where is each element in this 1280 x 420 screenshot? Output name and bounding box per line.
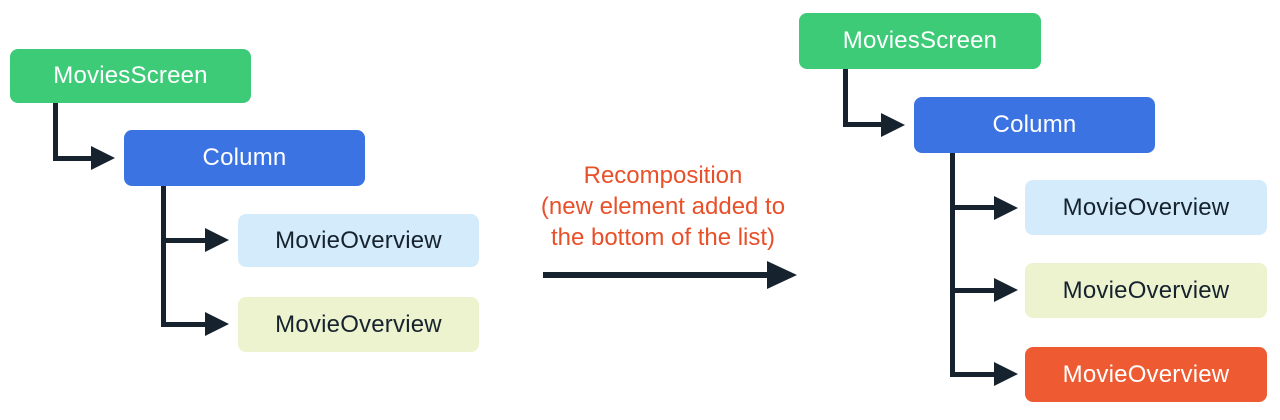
- node-label: MovieOverview: [275, 226, 442, 254]
- arrow-right-icon: [994, 278, 1018, 302]
- arrow-right-icon: [205, 312, 229, 336]
- right-connector-root-vertical-line: [843, 69, 848, 127]
- left-tree-node-movieoverview-1: MovieOverview: [238, 214, 479, 267]
- right-connector-column-vertical-line: [950, 153, 955, 377]
- node-label: MovieOverview: [1062, 276, 1230, 304]
- node-label: MoviesScreen: [53, 62, 208, 89]
- node-label: MovieOverview: [1062, 193, 1230, 221]
- arrow-right-icon: [91, 146, 115, 170]
- recomposition-caption: Recomposition (new element added to the …: [513, 160, 813, 253]
- arrow-right-icon: [881, 113, 905, 137]
- left-tree-node-movieoverview-2: MovieOverview: [238, 297, 479, 352]
- node-label: MovieOverview: [275, 310, 442, 338]
- left-connector-root-vertical-line: [53, 103, 58, 161]
- right-connector-branch2-line: [950, 288, 998, 293]
- right-connector-branch1-line: [950, 205, 998, 210]
- right-tree-node-movieoverview-3-new: MovieOverview: [1025, 347, 1267, 402]
- left-connector-branch2-line: [161, 322, 209, 327]
- right-connector-branch3-line: [950, 372, 998, 377]
- node-label: Column: [992, 111, 1077, 138]
- left-connector-branch1-line: [161, 238, 209, 243]
- node-label: MoviesScreen: [842, 27, 998, 54]
- arrow-right-icon: [994, 196, 1018, 220]
- arrow-right-icon: [205, 228, 229, 252]
- left-connector-column-vertical-line: [161, 186, 166, 327]
- transition-arrow-line: [543, 272, 771, 278]
- right-connector-root-horizontal-line: [843, 122, 885, 127]
- left-connector-root-horizontal-line: [53, 156, 95, 161]
- left-tree-node-column: Column: [124, 130, 365, 186]
- node-label: MovieOverview: [1062, 360, 1230, 388]
- arrow-right-icon: [767, 261, 797, 289]
- right-tree-node-movieoverview-1: MovieOverview: [1025, 180, 1267, 235]
- caption-line-3: the bottom of the list): [550, 224, 776, 251]
- caption-line-1: Recomposition: [583, 162, 743, 189]
- arrow-right-icon: [994, 362, 1018, 386]
- right-tree-node-moviesscreen: MoviesScreen: [799, 13, 1041, 69]
- node-label: Column: [202, 144, 287, 171]
- right-tree-node-column: Column: [914, 97, 1155, 153]
- caption-line-2: (new element added to: [540, 193, 786, 220]
- right-tree-node-movieoverview-2: MovieOverview: [1025, 263, 1267, 318]
- left-tree-node-moviesscreen: MoviesScreen: [10, 49, 251, 103]
